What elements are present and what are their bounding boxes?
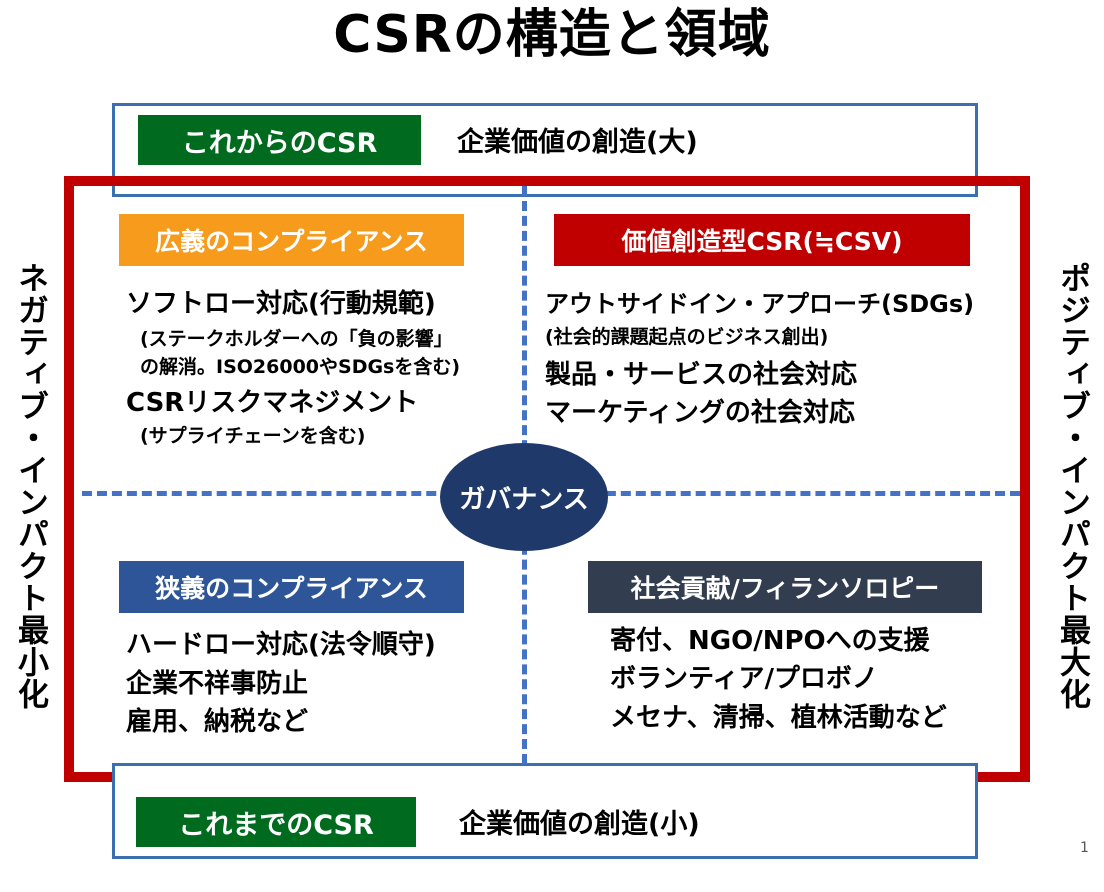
bottom-band-tag: これまでのCSR [136, 797, 416, 847]
outside-in-line: アウトサイドイン・アプローチ(SDGs) [545, 290, 975, 318]
narrow-compliance-tag: 狭義のコンプライアンス [119, 561, 464, 613]
mecenat-line: メセナ、清掃、植林活動など [610, 703, 947, 733]
csr-risk-note: (サプライチェーンを含む) [140, 425, 366, 447]
soft-law-note-2: の解消。ISO26000やSDGsを含む) [140, 356, 461, 378]
hard-law-line: ハードロー対応(法令順守) [126, 630, 436, 660]
left-axis-label: ネガティブ・インパクト最小化 [12, 262, 48, 710]
bottom-band-label: 企業価値の創造(小) [459, 809, 700, 840]
marketing-line: マーケティングの社会対応 [545, 398, 855, 428]
philanthropy-tag: 社会貢献/フィランソロピー [588, 561, 982, 613]
top-band-tag: これからのCSR [138, 115, 421, 165]
broad-compliance-tag: 広義のコンプライアンス [119, 214, 464, 266]
csr-risk-line: CSRリスクマネジメント [126, 388, 419, 418]
product-service-line: 製品・サービスの社会対応 [545, 360, 858, 390]
right-axis-label: ポジティブ・インパクト最大化 [1054, 262, 1090, 710]
governance-ellipse: ガバナンス [440, 443, 608, 551]
top-band [112, 103, 978, 197]
soft-law-note-1: (ステークホルダーへの「負の影響」 [140, 328, 453, 350]
top-band-label: 企業価値の創造(大) [457, 127, 698, 158]
scandal-prevention-line: 企業不祥事防止 [126, 669, 309, 699]
soft-law-line: ソフトロー対応(行動規範) [126, 289, 436, 319]
employment-tax-line: 雇用、納税など [126, 707, 309, 737]
volunteer-line: ボランティア/プロボノ [610, 664, 878, 694]
page-title: CSRの構造と領域 [333, 5, 771, 65]
outside-in-note: (社会的課題起点のビジネス創出) [545, 326, 829, 348]
csv-tag: 価値創造型CSR(≒CSV) [554, 214, 970, 266]
donation-line: 寄付、NGO/NPOへの支援 [610, 626, 930, 656]
page-number: 1 [1080, 840, 1089, 856]
